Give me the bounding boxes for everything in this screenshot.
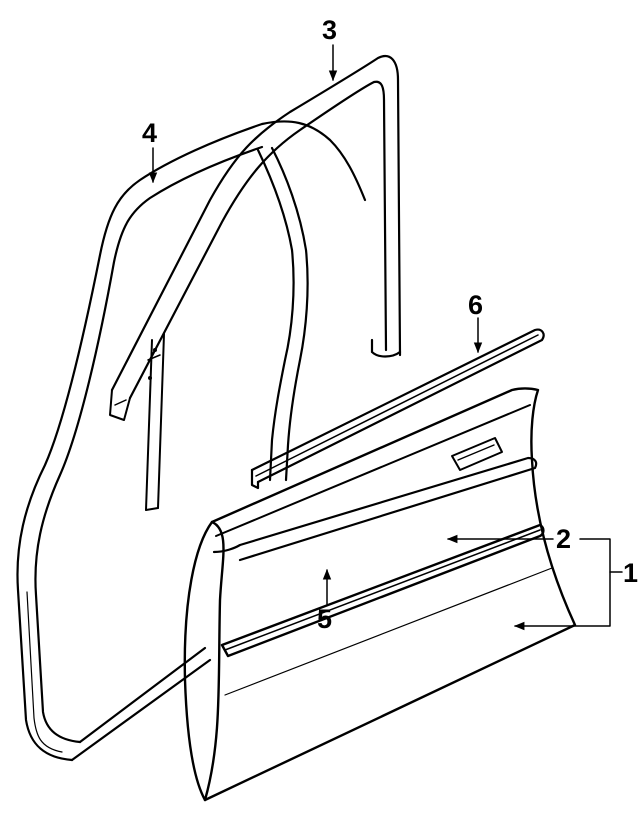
callout-6: 6	[468, 290, 483, 320]
callout-leaders	[148, 44, 623, 631]
door-shell	[183, 387, 577, 802]
callout-5: 5	[317, 604, 332, 634]
callout-1: 1	[623, 558, 638, 588]
callout-3: 3	[322, 15, 337, 45]
door-opening-weatherstrip	[16, 120, 367, 762]
window-run-channel	[109, 54, 402, 511]
callout-4: 4	[142, 118, 157, 148]
callout-2: 2	[556, 524, 571, 554]
belt-weatherstrip	[250, 328, 545, 490]
